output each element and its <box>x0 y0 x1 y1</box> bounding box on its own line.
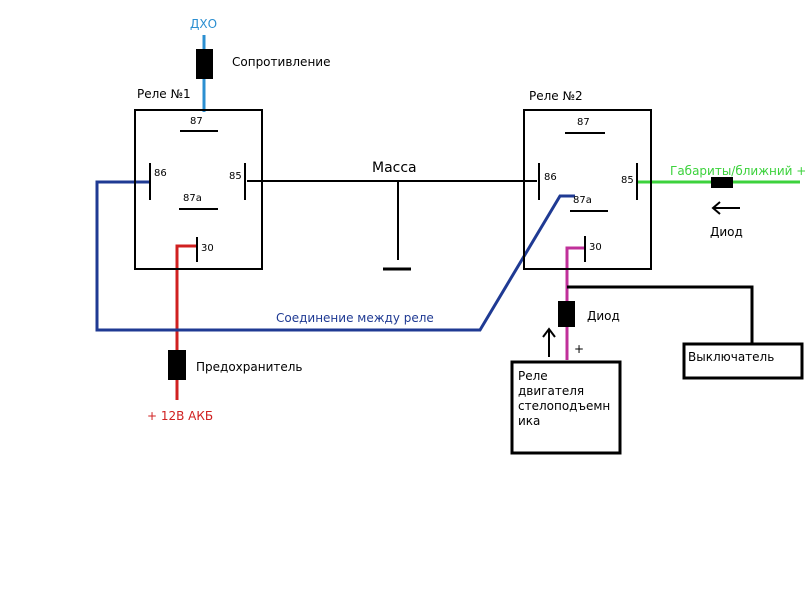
motor-relay-line-1: Реле <box>518 369 548 383</box>
relay2-pin-87a: 87a <box>573 195 592 206</box>
motor-relay-box <box>510 360 622 455</box>
relay2-box <box>523 109 652 270</box>
motor-relay-line-3: стелоподъемн <box>518 399 611 413</box>
resistance-label: Сопротивление <box>232 55 330 69</box>
diode-mid-arrow-head <box>542 327 556 338</box>
switch-label: Выключатель <box>688 350 774 364</box>
relay2-pin-87: 87 <box>577 117 590 128</box>
plus-label: + <box>574 342 584 356</box>
relay1-pin-86: 86 <box>154 168 167 179</box>
resistor <box>196 49 213 79</box>
relay1-pin-87a: 87a <box>183 193 202 204</box>
relay1-pin-30: 30 <box>201 243 214 254</box>
diode-right-label: Диод <box>710 225 743 239</box>
relay2-title: Реле №2 <box>529 89 583 103</box>
connection-label: Соединение между реле <box>276 311 434 325</box>
battery-label: + 12В АКБ <box>147 409 213 423</box>
relay2-pin-85: 85 <box>621 175 634 186</box>
motor-relay-line-4: ика <box>518 414 541 428</box>
fuse <box>168 350 186 380</box>
motor-relay-line-2: двигателя <box>518 384 585 398</box>
relay1-pin-87: 87 <box>190 116 203 127</box>
ground-label: Масса <box>372 160 417 176</box>
motor-relay-label: Реле двигателя стелоподъемн ика <box>518 369 620 429</box>
diode-mid-label: Диод <box>587 309 620 323</box>
gabarity-label: Габариты/ближний + <box>670 164 806 178</box>
relay1-title: Реле №1 <box>137 87 191 101</box>
switch-wire <box>567 285 754 344</box>
switch-box <box>682 342 804 380</box>
diode-mid <box>558 301 575 327</box>
relay2-pin-30: 30 <box>589 242 602 253</box>
relay1-pin-85: 85 <box>229 171 242 182</box>
relay-link-wire <box>95 180 575 332</box>
dho-label: ДХО <box>190 17 217 31</box>
fuse-label: Предохранитель <box>196 360 303 374</box>
battery-wire <box>175 244 197 400</box>
relay1-box <box>134 109 263 270</box>
diode-right-arrow-head <box>711 201 721 215</box>
diode-right <box>711 177 733 188</box>
relay2-pin-86: 86 <box>544 172 557 183</box>
